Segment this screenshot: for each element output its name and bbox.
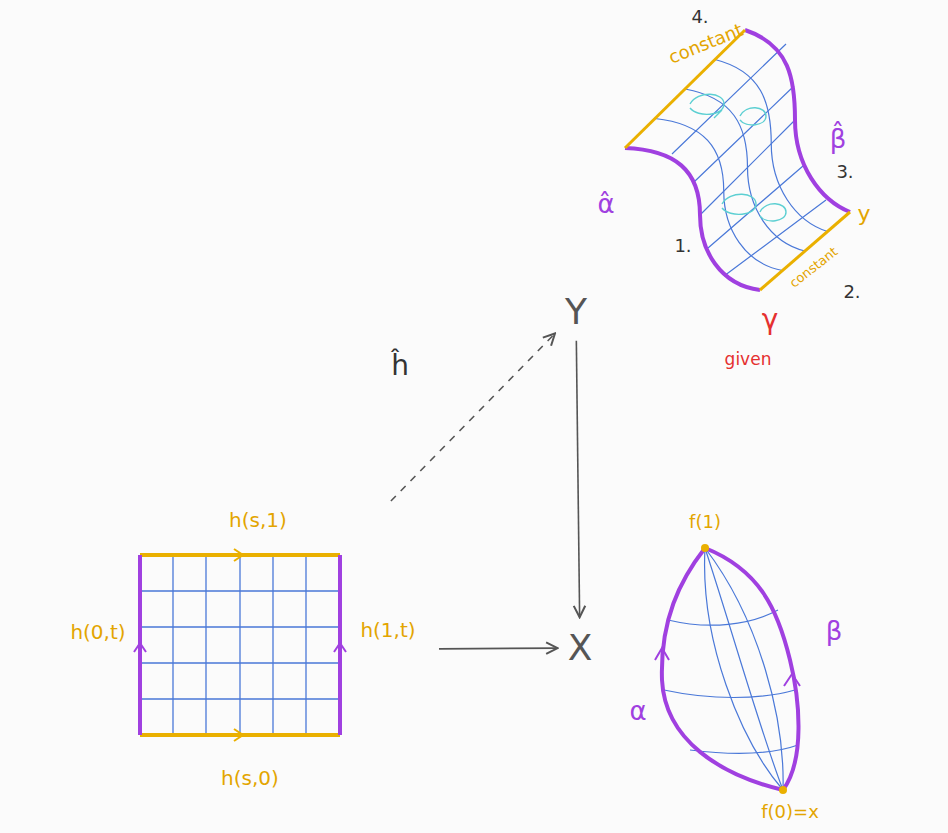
edge-arrow bbox=[234, 549, 243, 741]
grid-line bbox=[655, 119, 783, 271]
map-arrow bbox=[576, 341, 579, 618]
side-label: h(s,0) bbox=[221, 767, 279, 790]
square-grid bbox=[140, 555, 340, 735]
point-name: f(1) bbox=[689, 512, 721, 533]
edge-note: constant bbox=[787, 245, 841, 292]
step-number: 2. bbox=[843, 282, 860, 303]
space-name: Y bbox=[565, 291, 587, 332]
edge-arrow bbox=[134, 643, 346, 652]
swirl bbox=[760, 204, 786, 221]
endpoint-dot bbox=[779, 786, 787, 794]
map-arrow bbox=[439, 647, 558, 649]
side-label: h(0,t) bbox=[70, 621, 125, 644]
grid-line bbox=[664, 610, 798, 753]
path-arrow bbox=[655, 648, 800, 686]
grid-line bbox=[173, 555, 306, 735]
path-name: α bbox=[629, 697, 646, 727]
path-name: β̂ bbox=[830, 125, 847, 155]
path-name: β bbox=[826, 617, 843, 647]
surface-edge-right bbox=[745, 30, 850, 212]
space-label: Y bbox=[561, 287, 591, 336]
square-domain: h(s,1) h(0,t) h(1,t) h(s,0) bbox=[55, 505, 435, 795]
map-name: ĥ bbox=[389, 350, 411, 382]
swirl bbox=[690, 94, 724, 118]
swirl bbox=[740, 108, 766, 125]
endpoint-dot bbox=[701, 544, 709, 552]
edge-note: constant bbox=[666, 20, 746, 68]
surface-swirls bbox=[690, 94, 786, 221]
point-name: y bbox=[857, 201, 870, 226]
path-beta bbox=[705, 548, 799, 790]
dashed-arrow bbox=[391, 333, 555, 501]
blob-grid bbox=[664, 548, 798, 790]
path-alpha bbox=[662, 548, 783, 790]
note: given bbox=[725, 350, 772, 370]
step-number: 3. bbox=[836, 162, 853, 183]
surface-edge-left bbox=[625, 148, 760, 290]
side-label: h(s,1) bbox=[229, 509, 287, 532]
step-number: 4. bbox=[691, 7, 708, 28]
path-name: γ bbox=[762, 304, 779, 336]
space-label: X bbox=[564, 623, 597, 672]
step-number: 1. bbox=[674, 236, 691, 257]
space-name: X bbox=[568, 627, 593, 668]
side-label: h(1,t) bbox=[360, 619, 415, 642]
swirl bbox=[722, 194, 756, 214]
path-name: α̂ bbox=[597, 190, 614, 220]
point-name: f(0)=x bbox=[761, 802, 819, 823]
grid-line bbox=[140, 591, 340, 699]
